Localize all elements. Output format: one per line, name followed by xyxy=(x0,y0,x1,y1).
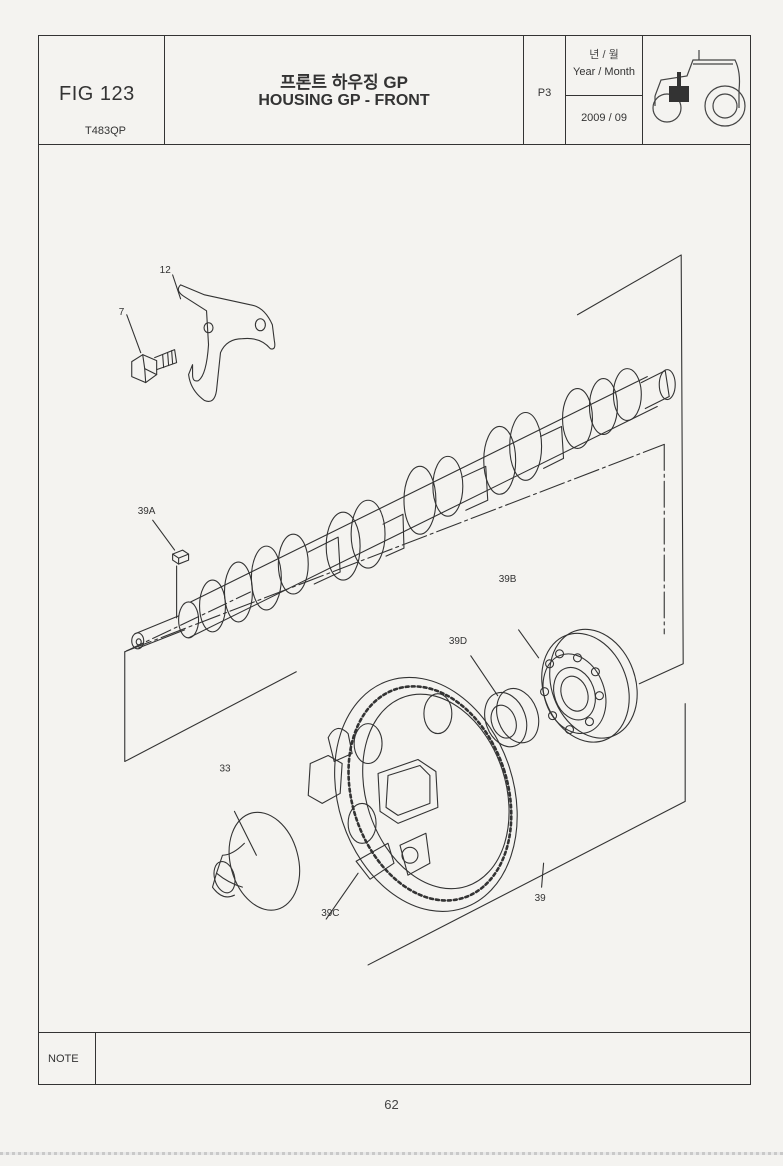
note-label: NOTE xyxy=(48,1053,79,1065)
callout-39a: 39A xyxy=(138,506,156,517)
callout-12: 12 xyxy=(160,265,172,276)
fig-cell: FIG 123 T483QP xyxy=(39,36,165,144)
callout-33: 33 xyxy=(219,763,231,774)
page-code: P3 xyxy=(537,87,552,99)
bracket-part xyxy=(177,284,276,402)
date-cell: 년 / 월 Year / Month 2009 / 09 xyxy=(566,36,643,144)
callout-7: 7 xyxy=(119,307,125,318)
thumbnail-cell xyxy=(643,36,751,144)
scan-artifact-line xyxy=(0,1152,783,1155)
note-row: NOTE xyxy=(39,1032,750,1084)
title-cell: 프론트 하우징 GP HOUSING GP - FRONT xyxy=(165,36,524,144)
fig-code: T483QP xyxy=(85,125,126,137)
exploded-outline xyxy=(124,254,686,966)
date-label-english: Year / Month xyxy=(573,66,635,78)
leader-lines xyxy=(126,274,545,920)
bearing-part xyxy=(540,628,638,743)
thrust-plate-part xyxy=(211,811,301,911)
gear-part xyxy=(307,676,518,912)
date-value: 2009 / 09 xyxy=(581,112,627,124)
parts-page-frame: FIG 123 T483QP 프론트 하우징 GP HOUSING GP - F… xyxy=(38,35,751,1085)
callout-39: 39 xyxy=(535,893,547,904)
title-korean: 프론트 하우징 GP xyxy=(280,73,408,92)
callout-39c: 39C xyxy=(321,908,339,919)
date-label-box: 년 / 월 Year / Month xyxy=(566,36,642,96)
callout-39b: 39B xyxy=(499,574,517,585)
note-label-cell: NOTE xyxy=(39,1033,96,1084)
key-part xyxy=(172,549,190,565)
exploded-view-drawing: 12 7 39A 39B 39D 33 39C 39 xyxy=(119,254,686,966)
date-label-korean: 년 / 월 xyxy=(589,49,619,61)
tractor-icon xyxy=(652,50,746,127)
page-number: 62 xyxy=(384,1097,399,1112)
bolt-part xyxy=(131,349,178,384)
fig-number: FIG 123 xyxy=(59,83,135,105)
camshaft-part xyxy=(131,368,676,650)
spacer-part xyxy=(484,687,540,748)
title-english: HOUSING GP - FRONT xyxy=(258,92,430,109)
page-code-cell: P3 xyxy=(524,36,566,144)
header: FIG 123 T483QP 프론트 하우징 GP HOUSING GP - F… xyxy=(39,36,750,145)
callout-39d: 39D xyxy=(449,636,467,647)
